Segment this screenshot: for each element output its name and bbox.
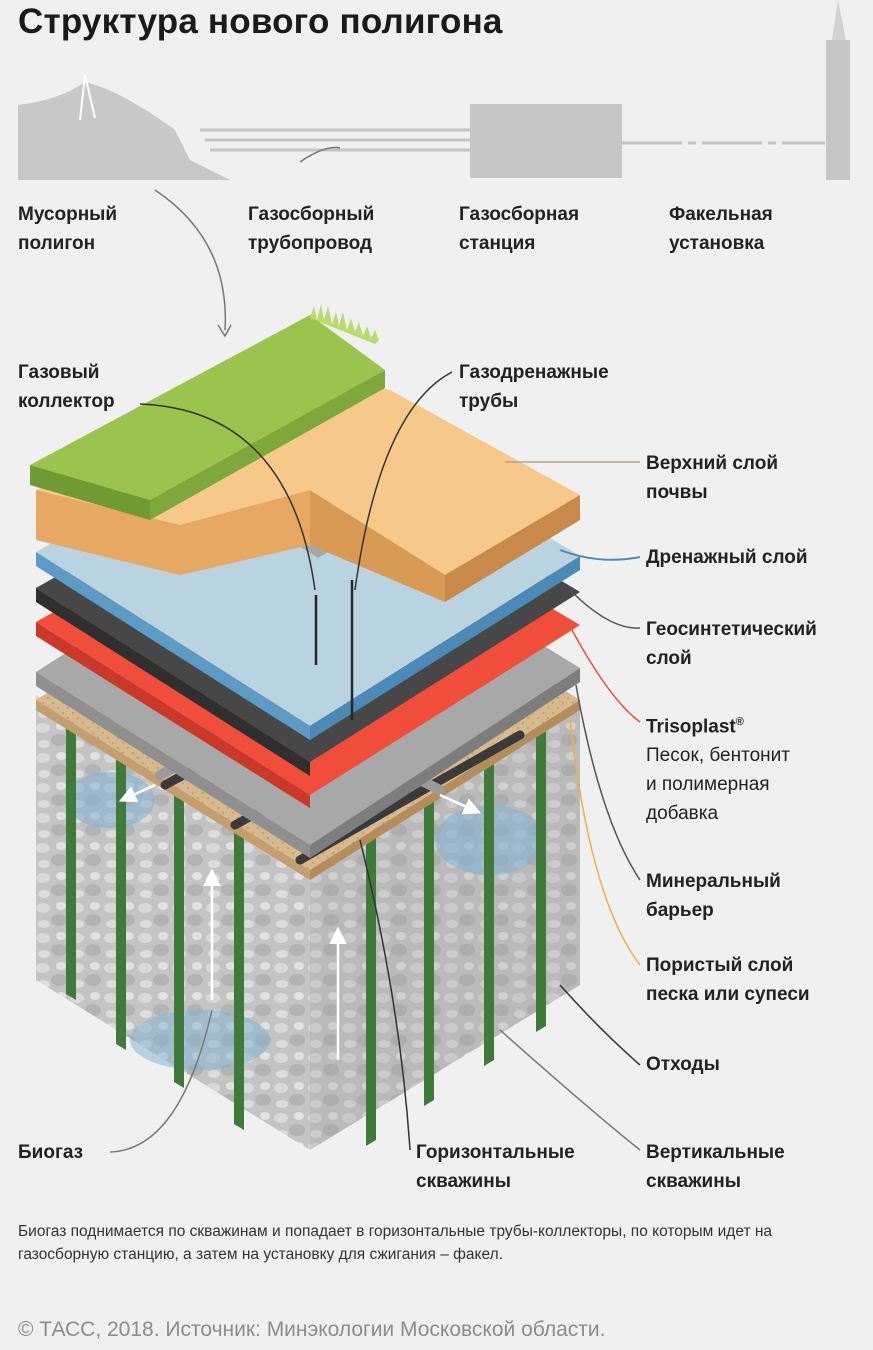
- grass-layer: [30, 304, 385, 520]
- gas-pipeline-icon: [200, 128, 470, 152]
- topsoil-layer: [36, 380, 580, 575]
- label-waste: Отходы: [646, 1054, 720, 1075]
- label-drainage: Дренажный слой: [646, 547, 808, 568]
- caption: Биогаз поднимается по скважинам и попада…: [18, 1223, 773, 1263]
- flare-icon: [826, 0, 850, 180]
- label-trisoplast: Trisoplast® Песок, бентонит и полимерная…: [646, 716, 790, 825]
- landfill-mound-icon: [18, 82, 230, 180]
- gas-station-icon: [470, 104, 622, 178]
- copyright: © ТАСС, 2018. Источник: Минэкологии Моск…: [18, 1318, 606, 1341]
- vertical-well: [66, 720, 546, 1146]
- waste-block: [36, 695, 580, 1150]
- page-title: Структура нового полигона: [18, 2, 503, 41]
- process-strip: [18, 0, 850, 180]
- leader-lines: [109, 371, 641, 1153]
- label-biogas: Биогаз: [18, 1142, 84, 1163]
